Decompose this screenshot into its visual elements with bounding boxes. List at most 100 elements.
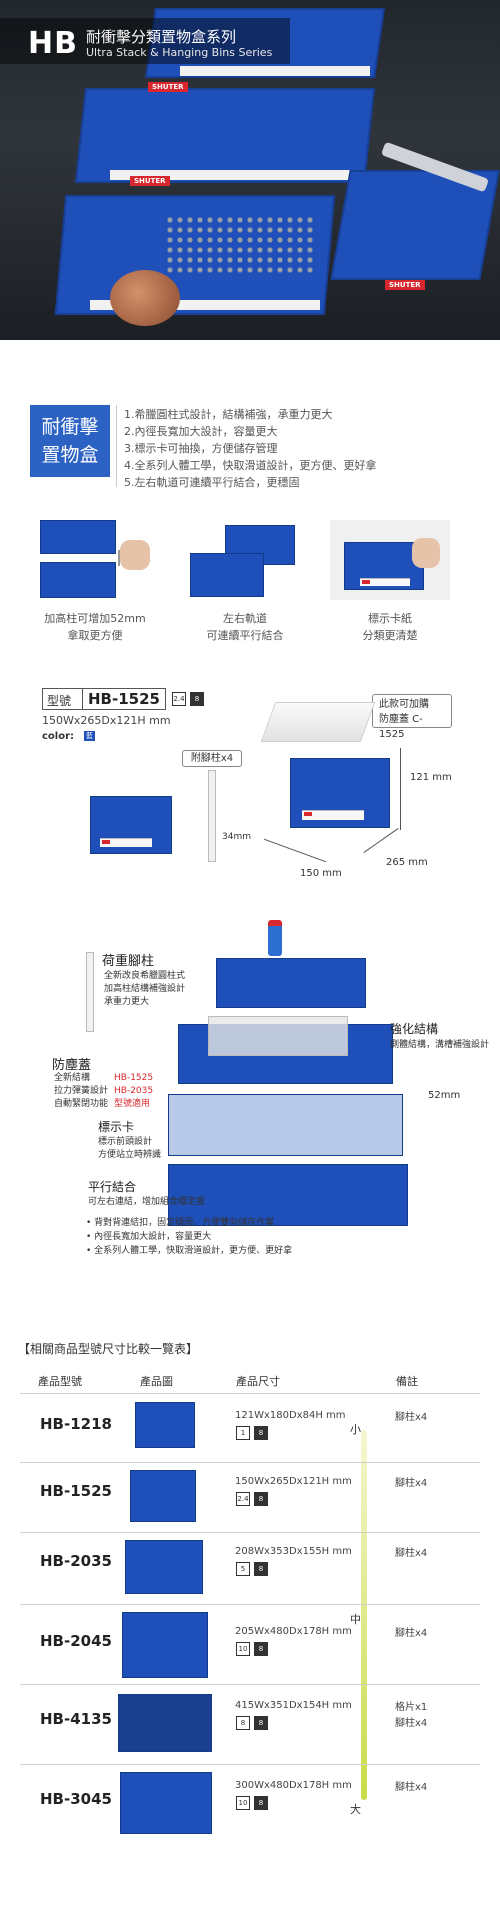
hero-title-band	[0, 18, 290, 64]
size-label-small: 小	[350, 1423, 361, 1436]
hero-title-en: Ultra Stack & Hanging Bins Series	[86, 46, 273, 59]
reinforce-desc: 側體結構，溝槽補強設計	[390, 1040, 490, 1050]
hero-bin-mid	[75, 88, 375, 183]
hero-brand-tag-3: SHUTER	[385, 280, 425, 290]
row-note: 腳柱x4	[395, 1628, 428, 1639]
hero-title-zh: 耐衝擊分類置物盒系列	[86, 28, 237, 46]
load-icon: 10	[236, 1642, 250, 1656]
feature-item: 1.希臘圓柱式設計，結構補強，承重力更大	[124, 408, 333, 421]
row-product-image	[135, 1402, 195, 1448]
photo-label-card	[330, 520, 450, 600]
row-divider	[20, 1462, 480, 1463]
header-dims: 產品尺寸	[236, 1375, 280, 1388]
load-icon: 8	[236, 1716, 250, 1730]
model-separator	[82, 689, 83, 709]
photo-caption: 標示卡紙 分類更清楚	[362, 612, 418, 642]
gap-dim: 52mm	[428, 1090, 461, 1101]
row-product-image	[122, 1612, 208, 1678]
stack-icon: 8	[254, 1642, 268, 1656]
row-dims: 415Wx351Dx154H mm	[235, 1700, 352, 1711]
row-divider	[20, 1532, 480, 1533]
row-note: 腳柱x4	[395, 1548, 428, 1559]
label-card	[360, 578, 410, 586]
post-image	[208, 770, 216, 862]
size-label-medium: 中	[350, 1613, 361, 1626]
depth-dim: 265 mm	[386, 857, 428, 868]
load-post-title: 荷重腳柱	[102, 954, 155, 969]
hero-nuts	[165, 215, 315, 275]
parallel-title: 平行結合	[88, 1180, 137, 1194]
reinforce-title: 強化結構	[390, 1022, 439, 1036]
card-title: 標示卡	[98, 1120, 135, 1134]
row-model: HB-2035	[40, 1552, 112, 1570]
width-dim: 150 mm	[300, 868, 342, 879]
row-note: 格片x1 腳柱x4	[395, 1702, 428, 1729]
feature-badge-line1: 耐衝擊	[41, 416, 99, 438]
lid-desc: 全新結構 拉力彈簧設計 自動緊閉功能	[54, 1073, 109, 1109]
stack-icon: 8	[254, 1716, 268, 1730]
width-dim-line	[263, 838, 327, 863]
lid-title: 防塵蓋	[52, 1058, 92, 1073]
hero-rail-top	[180, 66, 370, 76]
diagram-post	[86, 952, 94, 1032]
row-divider	[20, 1764, 480, 1765]
photo-stacked-bins	[40, 520, 150, 600]
row-product-image	[118, 1694, 212, 1752]
row-model: HB-2045	[40, 1632, 112, 1650]
row-note: 腳柱x4	[395, 1412, 428, 1423]
spec-bin-small	[90, 796, 172, 856]
row-note: 腳柱x4	[395, 1782, 428, 1793]
row-model: HB-1218	[40, 1415, 112, 1433]
hand-shape	[412, 538, 440, 568]
feature-badge-line2: 置物盒	[41, 444, 99, 466]
height-dim-line	[400, 748, 401, 830]
stacked-bin-top	[40, 520, 116, 554]
load-icon: 2.4	[236, 1492, 250, 1506]
lid-models: HB-1525 HB-2035 型號適用	[114, 1073, 154, 1109]
load-icon: 10	[236, 1796, 250, 1810]
load-post-desc: 全新改良希臘圓柱式 加高柱結構補強設計 承重力更大	[104, 971, 186, 1007]
depth-dim-line	[363, 828, 399, 853]
color-label: color:	[42, 731, 75, 742]
rack-bin	[168, 1164, 408, 1226]
row-note: 腳柱x4	[395, 1478, 428, 1489]
feature-divider	[116, 405, 117, 487]
stack-icon: 8	[254, 1796, 268, 1810]
photo-caption: 加高柱可增加52mm 拿取更方便	[44, 612, 146, 642]
post-callout: 附腳柱x4	[182, 750, 242, 767]
label-bin	[344, 542, 424, 590]
row-dims: 121Wx180Dx84H mm	[235, 1410, 346, 1421]
hand-shape	[120, 540, 150, 570]
card-desc: 標示前頭設計 方便站立時辨識	[98, 1137, 162, 1160]
spec-dims: 150Wx265Dx121H mm	[42, 714, 171, 727]
bullet-item: • 內徑長寬加大設計，容量更大	[86, 1232, 212, 1242]
parallel-desc: 可左右連結，增加組合穩定度	[88, 1197, 206, 1207]
row-product-image	[130, 1470, 196, 1522]
row-dims: 300Wx480Dx178H mm	[235, 1780, 352, 1791]
row-product-image	[120, 1772, 212, 1834]
spec-bin-large	[290, 758, 390, 830]
rack-bin	[168, 1094, 403, 1156]
model-box: 型號 HB-1525	[42, 688, 166, 710]
row-divider	[20, 1604, 480, 1605]
feature-item: 4.全系列人體工學，快取滑道設計，更方便、更好拿	[124, 459, 377, 472]
spray-can	[268, 920, 282, 956]
bin-label	[302, 810, 364, 820]
model-value: HB-1525	[88, 690, 160, 708]
row-dims: 208Wx353Dx155H mm	[235, 1546, 352, 1557]
post-marker	[118, 550, 120, 566]
hero-rail-mid	[110, 170, 360, 180]
stack-icon: 8	[254, 1492, 268, 1506]
row-divider	[20, 1684, 480, 1685]
parallel-bin-front	[190, 553, 264, 597]
hero-badge: HB	[28, 26, 78, 61]
size-scale-bar	[361, 1430, 367, 1800]
hero-brand-tag-2: SHUTER	[130, 176, 170, 186]
bin-label	[100, 838, 152, 847]
hero-rail-low	[90, 300, 320, 310]
rack-lid	[208, 1016, 348, 1056]
row-model: HB-3045	[40, 1790, 112, 1808]
header-divider	[20, 1393, 480, 1394]
stack-icon: 8	[254, 1562, 268, 1576]
color-swatch: 藍	[84, 731, 95, 741]
